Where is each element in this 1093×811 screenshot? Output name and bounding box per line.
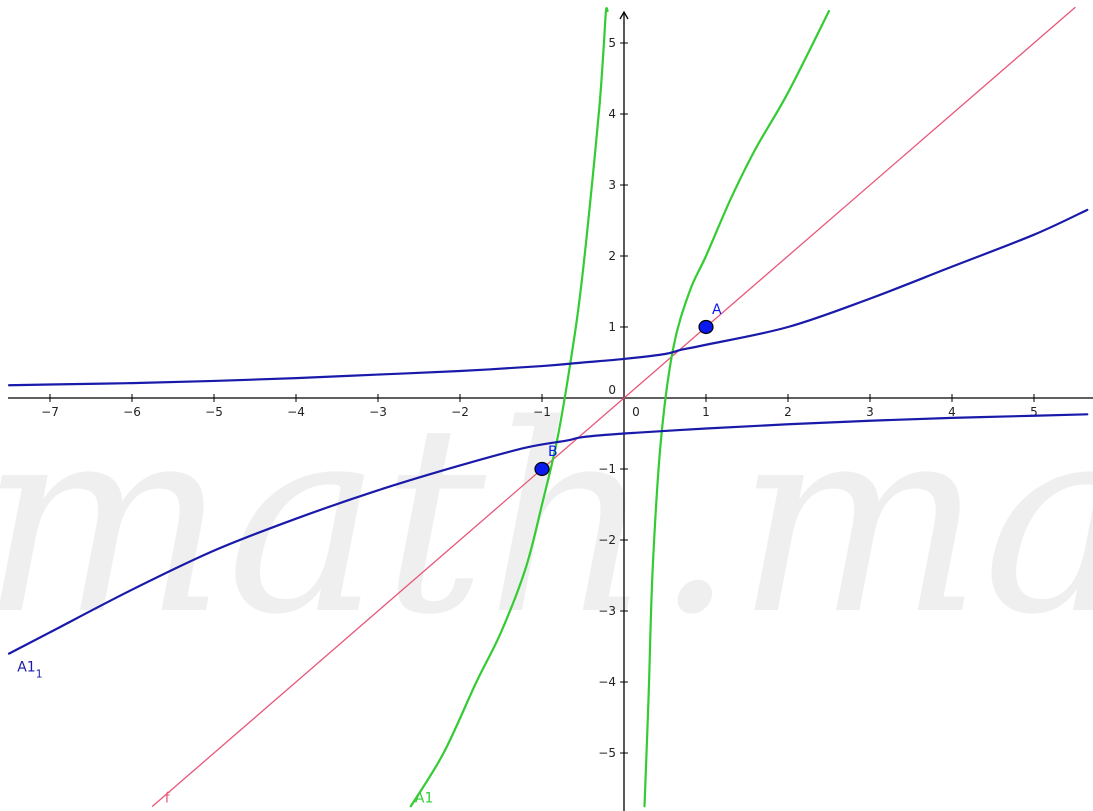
y-tick-label: 2	[608, 249, 616, 263]
curve-a1-branch-1[interactable]	[409, 7, 609, 808]
origin-label-x: 0	[632, 405, 640, 419]
curve-a1-branch-2[interactable]	[643, 9, 831, 808]
point-label-b: B	[548, 444, 558, 460]
x-tick-label: −2	[451, 405, 469, 419]
x-tick-label: −6	[123, 405, 141, 419]
y-tick-label: −3	[598, 604, 616, 618]
y-tick-label: 5	[608, 36, 616, 50]
x-tick-label: 1	[702, 405, 710, 419]
curve-a1-1-branch-4[interactable]	[7, 413, 1089, 655]
y-tick-label: 4	[608, 107, 616, 121]
x-tick-label: −3	[369, 405, 387, 419]
curve-f-branch-0[interactable]	[151, 6, 1076, 807]
point-label-a: A	[712, 302, 722, 318]
y-tick-label: −4	[598, 675, 616, 689]
x-tick-label: −7	[41, 405, 59, 419]
curve-label-f: f	[165, 791, 171, 807]
axes	[8, 10, 1093, 811]
y-tick-label: −1	[598, 462, 616, 476]
y-tick-label: −2	[598, 533, 616, 547]
y-tick-label: 1	[608, 320, 616, 334]
x-tick-label: 2	[784, 405, 792, 419]
curves	[7, 6, 1089, 808]
y-axis-arrow	[619, 10, 629, 20]
y-tick-label: −5	[598, 746, 616, 760]
x-tick-label: −5	[205, 405, 223, 419]
y-tick-label: 3	[608, 178, 616, 192]
curve-a1-1-branch-3[interactable]	[7, 208, 1089, 387]
origin-label: 0	[608, 383, 616, 397]
tick-labels: −7 −6 −5 −4 −3 −2 −1 1 2 3 4 5 −5 −4 −3 −2 −1 1 2 3 4 5 0 0	[41, 36, 1038, 760]
x-tick-label: 3	[866, 405, 874, 419]
curve-label-a1: A1	[415, 791, 433, 807]
x-tick-label: 5	[1030, 405, 1038, 419]
point-a[interactable]	[698, 319, 714, 335]
points[interactable]: AB	[534, 302, 722, 477]
x-tick-label: 4	[948, 405, 956, 419]
x-tick-label: −4	[287, 405, 305, 419]
x-tick-label: −1	[533, 405, 551, 419]
point-b[interactable]	[534, 461, 550, 477]
